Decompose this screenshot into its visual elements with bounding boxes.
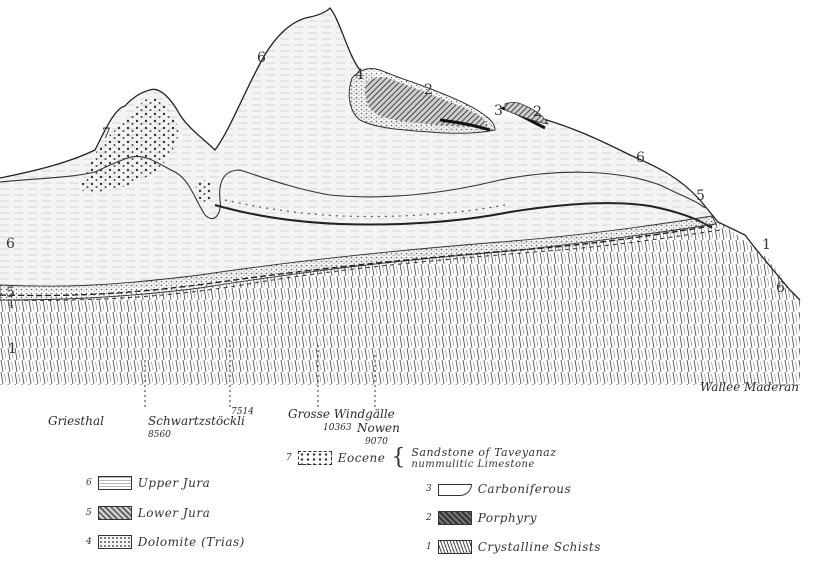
layer-number-4-left: 4 (8, 301, 14, 311)
legend-carboniferous-num: 3 (426, 484, 432, 494)
legend-crystalline-num: 1 (426, 542, 432, 552)
layer-number-6-left: 6 (6, 236, 15, 252)
legend-eocene-desc: Sandstone of Taveyanaz nummulitic Limest… (411, 446, 556, 470)
layer-number-5-left: 5 (6, 285, 15, 301)
legend-crystalline-swatch (438, 540, 472, 554)
layer-number-4-top: 4 (355, 67, 364, 83)
legend-upper-jura-swatch (98, 476, 132, 490)
layer-number-1-right: 1 (762, 237, 771, 253)
layer-number-1-left: 1 (8, 341, 17, 357)
legend-carboniferous-label: Carboniferous (478, 482, 571, 496)
legend-porphyry: 2 Porphyry (426, 511, 537, 525)
layer-number-3: 3 (494, 103, 503, 119)
legend-eocene-num: 7 (286, 453, 292, 463)
legend-porphyry-swatch (438, 511, 472, 525)
legend-lower-jura-label: Lower Jura (138, 506, 211, 520)
legend-upper-jura: 6 Upper Jura (86, 476, 210, 490)
place-schwartz-altitude: 7514 (231, 407, 254, 417)
legend-dolomite-num: 4 (86, 537, 92, 547)
legend-crystalline: 1 Crystalline Schists (426, 540, 601, 554)
legend-lower-jura-swatch (98, 506, 132, 520)
legend-dolomite-label: Dolomite (Trias) (138, 535, 245, 549)
layer-number-2-a: 2 (424, 82, 433, 98)
legend-dolomite: 4 Dolomite (Trias) (86, 535, 245, 549)
legend-porphyry-label: Porphyry (478, 511, 537, 525)
legend-lower-jura: 5 Lower Jura (86, 506, 210, 520)
layer-number-6-right: 6 (636, 150, 645, 166)
legend-eocene-label: Eocene (338, 451, 386, 465)
legend-crystalline-label: Crystalline Schists (478, 540, 601, 554)
layer-number-5-right: 5 (696, 188, 705, 204)
place-grosse-windgalle: Grosse Windgälle (288, 407, 395, 421)
layer-number-6-top: 6 (257, 50, 266, 66)
layer-number-2-b: 2 (533, 104, 542, 120)
place-wallee-maderan: Wallee Maderan (700, 380, 799, 394)
legend-upper-jura-label: Upper Jura (138, 476, 211, 490)
place-griesthal-altitude: 8560 (148, 430, 171, 440)
layer-number-7: 7 (102, 126, 111, 142)
legend-eocene-desc-1: Sandstone of Taveyanaz (411, 446, 556, 459)
layer-number-6-far: 6 (776, 280, 785, 296)
legend-eocene-swatch (298, 451, 332, 465)
legend-carboniferous: 3 Carboniferous (426, 482, 571, 496)
legend-lower-jura-num: 5 (86, 508, 92, 518)
legend-eocene-desc-2: nummulitic Limestone (411, 459, 556, 470)
legend-porphyry-num: 2 (426, 513, 432, 523)
legend-dolomite-swatch (98, 535, 132, 549)
place-grosse-altitude: 10363 (323, 423, 352, 433)
legend-eocene-brace: { (391, 448, 405, 468)
legend-carboniferous-swatch (438, 482, 472, 496)
legend-upper-jura-num: 6 (86, 478, 92, 488)
place-nowen: Nowen (357, 421, 400, 435)
place-griesthal: Griesthal (48, 414, 104, 428)
legend-eocene: 7 Eocene { Sandstone of Taveyanaz nummul… (286, 446, 557, 470)
